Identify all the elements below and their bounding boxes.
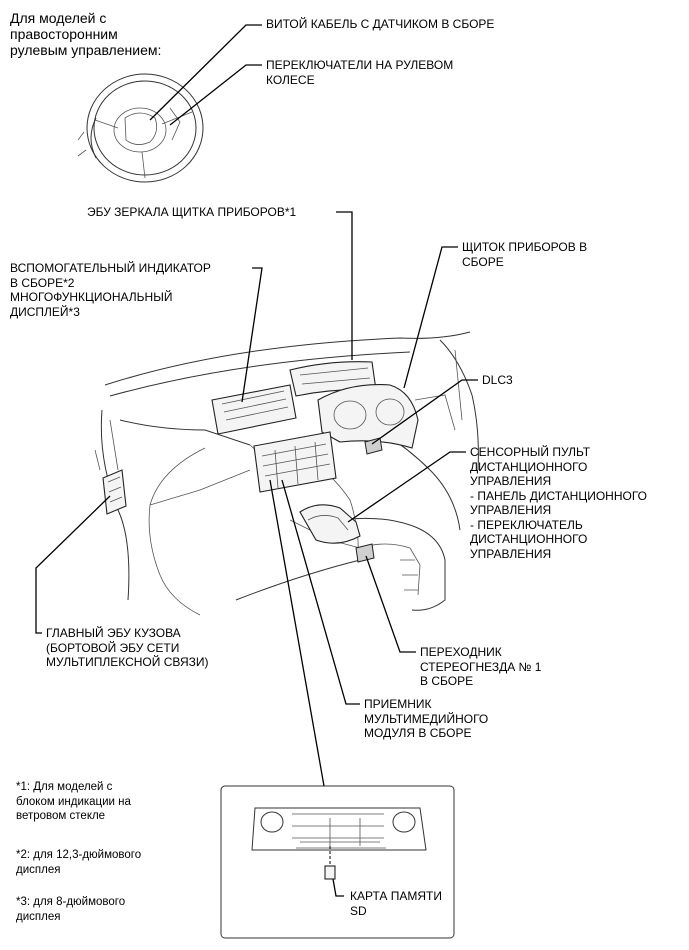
label-line: СТЕРЕОГНЕЗДА № 1 xyxy=(420,659,542,674)
label-line: ВСПОМОГАТЕЛЬНЫЙ ИНДИКАТОР xyxy=(10,261,211,275)
label-line: В СБОРЕ xyxy=(420,674,474,688)
label-line: ДИСПЛЕЙ*3 xyxy=(10,304,80,319)
rhd-models-caption: Для моделей с правосторонним рулевым упр… xyxy=(10,10,161,58)
label-line: СБОРЕ xyxy=(462,254,504,269)
label-sub-display: ВСПОМОГАТЕЛЬНЫЙ ИНДИКАТОР В СБОРЕ*2 МНОГ… xyxy=(10,261,211,319)
label-line: DLC3 xyxy=(482,373,513,387)
label-line: УПРАВЛЕНИЯ xyxy=(470,546,552,561)
label-line: В СБОРЕ*2 xyxy=(10,275,75,290)
label-line: - ПЕРЕКЛЮЧАТЕЛЬ xyxy=(470,517,583,532)
label-line: - ПАНЕЛЬ ДИСТАНЦИОННОГО xyxy=(470,488,647,503)
label-line: КАРТА ПАМЯТИ xyxy=(350,889,442,903)
label-line: МОДУЛЯ В СБОРЕ xyxy=(364,726,472,740)
label-line: МУЛЬТИПЛЕКСНОЙ СВЯЗИ) xyxy=(46,655,209,669)
leader-lines xyxy=(35,24,478,897)
label-steering-switches: ПЕРЕКЛЮЧАТЕЛИ НА РУЛЕВОМ КОЛЕСЕ xyxy=(266,58,453,87)
label-combination-meter: ЩИТОК ПРИБОРОВ В СБОРЕ xyxy=(462,240,587,269)
touch-pad-illustration xyxy=(299,504,361,544)
combination-meter-illustration xyxy=(317,384,419,449)
label-line: ЭБУ ЗЕРКАЛА ЩИТКА ПРИБОРОВ*1 xyxy=(87,205,297,219)
footnote-line: ветровом стекле xyxy=(16,810,106,822)
footnote-2: *2: для 12,3-дюймового дисплея xyxy=(16,848,141,877)
label-line: КОЛЕСЕ xyxy=(266,72,315,87)
footnote-line: дисплея xyxy=(16,863,61,876)
label-line: ГЛАВНЫЙ ЭБУ КУЗОВА xyxy=(46,626,181,640)
label-main-body-ecu: ГЛАВНЫЙ ЭБУ КУЗОВА (БОРТОВОЙ ЭБУ СЕТИ МУ… xyxy=(46,626,209,670)
label-line: ПЕРЕКЛЮЧАТЕЛИ НА РУЛЕВОМ xyxy=(266,58,454,72)
sd-card-inset-frame xyxy=(220,785,455,939)
caption-line: правосторонним xyxy=(10,26,118,42)
footnote-line: блоком индикации на xyxy=(16,795,131,808)
stereo-jack-illustration xyxy=(355,543,375,563)
footnote-line: *3: для 8-дюймового xyxy=(16,896,126,908)
label-sd-card: КАРТА ПАМЯТИ SD xyxy=(350,889,442,918)
label-line: ЩИТОК ПРИБОРОВ В xyxy=(462,240,588,254)
label-line: SD xyxy=(350,903,367,918)
label-line: ДИСТАНЦИОННОГО xyxy=(470,532,588,546)
label-line: (БОРТОВОЙ ЭБУ СЕТИ xyxy=(46,640,180,655)
label-line: УПРАВЛЕНИЯ xyxy=(470,503,552,517)
label-line: ВИТОЙ КАБЕЛЬ С ДАТЧИКОМ В СБОРЕ xyxy=(266,17,495,31)
footnote-line: дисплея xyxy=(16,910,61,923)
caption-line: Для моделей с xyxy=(10,10,107,26)
receiver-front-illustration xyxy=(251,807,427,851)
label-multimedia-receiver: ПРИЕМНИК МУЛЬТИМЕДИЙНОГО МОДУЛЯ В СБОРЕ xyxy=(364,697,488,741)
label-line: ПРИЕМНИК xyxy=(364,697,432,711)
label-touch-pad: СЕНСОРНЫЙ ПУЛЬТ ДИСТАНЦИОННОГО УПРАВЛЕНИ… xyxy=(470,445,647,561)
footnote-1: *1: Для моделей с блоком индикации на ве… xyxy=(16,780,131,824)
multimedia-receiver-illustration xyxy=(253,431,337,493)
footnote-3: *3: для 8-дюймового дисплея xyxy=(16,895,125,924)
footnote-line: *2: для 12,3-дюймового xyxy=(16,849,142,861)
main-body-ecu-illustration xyxy=(102,469,127,515)
steering-wheel-illustration xyxy=(77,73,204,183)
label-line: МУЛЬТИМЕДИЙНОГО xyxy=(364,711,489,726)
label-line: ПЕРЕХОДНИК xyxy=(420,645,502,659)
sd-card-illustration xyxy=(324,865,336,880)
footnote-line: *1: Для моделей с xyxy=(16,781,113,793)
label-line: СЕНСОРНЫЙ ПУЛЬТ xyxy=(470,445,591,459)
label-mirror-ecu: ЭБУ ЗЕРКАЛА ЩИТКА ПРИБОРОВ*1 xyxy=(87,205,296,220)
label-line: ДИСТАНЦИОННОГО xyxy=(470,459,588,474)
label-stereo-jack: ПЕРЕХОДНИК СТЕРЕОГНЕЗДА № 1 В СБОРЕ xyxy=(420,645,541,689)
caption-line: рулевым управлением: xyxy=(10,42,162,58)
dashboard-illustration xyxy=(94,331,479,616)
label-spiral-cable: ВИТОЙ КАБЕЛЬ С ДАТЧИКОМ В СБОРЕ xyxy=(266,17,494,32)
sub-display-illustration xyxy=(211,384,297,435)
dlc3-illustration xyxy=(364,437,383,455)
label-line: УПРАВЛЕНИЯ xyxy=(470,474,552,488)
label-line: МНОГОФУНКЦИОНАЛЬНЫЙ xyxy=(10,290,173,304)
label-dlc3: DLC3 xyxy=(482,373,513,388)
